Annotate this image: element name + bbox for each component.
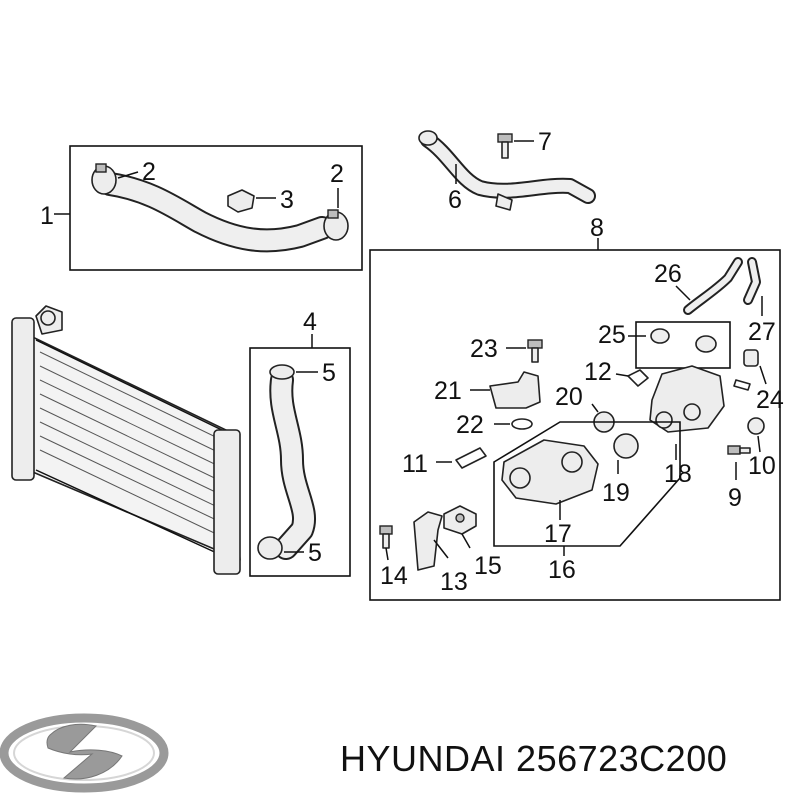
callout-15: 15 bbox=[474, 552, 502, 580]
callout-27: 27 bbox=[748, 318, 776, 346]
hose-clamp-2-left bbox=[91, 163, 117, 195]
outlet-fitting-21 bbox=[489, 371, 541, 409]
callout-5-bottom: 5 bbox=[308, 539, 322, 567]
callout-2-right: 2 bbox=[330, 160, 344, 188]
water-pipe-6 bbox=[418, 130, 596, 211]
callout-9: 9 bbox=[728, 484, 742, 512]
lower-radiator-hose bbox=[269, 368, 316, 560]
callout-1: 1 bbox=[40, 202, 54, 230]
group-box-16 bbox=[493, 421, 681, 547]
bolt-7 bbox=[497, 133, 513, 159]
callout-7: 7 bbox=[538, 128, 552, 156]
water-inlet-housing-17 bbox=[501, 439, 599, 505]
callout-4: 4 bbox=[303, 308, 317, 336]
seal-19 bbox=[613, 433, 639, 459]
brand-name: HYUNDAI bbox=[340, 738, 506, 779]
radiator bbox=[11, 305, 241, 575]
callout-2-left: 2 bbox=[142, 158, 156, 186]
group-box-4 bbox=[249, 347, 351, 577]
callout-5-top: 5 bbox=[322, 359, 336, 387]
bolt-23 bbox=[527, 339, 543, 363]
fitting-24 bbox=[743, 349, 759, 367]
hyundai-logo-icon bbox=[0, 713, 169, 793]
callout-13: 13 bbox=[440, 568, 468, 596]
water-outlet-elbow-13 bbox=[413, 511, 443, 571]
callout-6: 6 bbox=[448, 186, 462, 214]
callout-12: 12 bbox=[584, 358, 612, 386]
callout-24: 24 bbox=[756, 386, 784, 414]
o-ring-22 bbox=[511, 418, 533, 430]
part-number: 256723C200 bbox=[516, 738, 728, 779]
callout-20: 20 bbox=[555, 383, 583, 411]
gasket-small bbox=[733, 379, 751, 391]
pipe-27 bbox=[743, 257, 761, 305]
bolt-14 bbox=[379, 525, 393, 549]
callout-11: 11 bbox=[402, 450, 428, 478]
group-box-1 bbox=[69, 145, 363, 271]
gasket-12 bbox=[627, 369, 649, 387]
bolt-9 bbox=[727, 445, 751, 455]
callout-10: 10 bbox=[748, 452, 776, 480]
upper-radiator-hose bbox=[98, 172, 334, 253]
hose-clamp-2-right bbox=[323, 209, 349, 241]
callout-26: 26 bbox=[654, 260, 682, 288]
callout-18: 18 bbox=[664, 460, 692, 488]
bypass-pipe-26 bbox=[683, 257, 743, 315]
cap-10 bbox=[747, 417, 765, 435]
callout-25: 25 bbox=[598, 321, 626, 349]
callout-14: 14 bbox=[380, 562, 408, 590]
brand-part-footer: HYUNDAI 256723C200 bbox=[340, 738, 727, 780]
clamp-25-a bbox=[650, 328, 670, 344]
callout-19: 19 bbox=[602, 479, 630, 507]
hose-clip-3 bbox=[227, 189, 255, 213]
hose-clamp-5-top bbox=[269, 364, 295, 380]
thermostat-housing-18 bbox=[649, 365, 725, 433]
callout-8: 8 bbox=[590, 214, 604, 242]
hose-clamp-5-bottom bbox=[257, 536, 283, 560]
callout-17: 17 bbox=[544, 520, 572, 548]
callout-16: 16 bbox=[548, 556, 576, 584]
callout-21: 21 bbox=[434, 377, 462, 405]
callout-3: 3 bbox=[280, 186, 294, 214]
gasket-11 bbox=[455, 447, 487, 469]
thermostat-15 bbox=[443, 505, 477, 535]
clamp-25-b bbox=[695, 335, 717, 353]
callout-23: 23 bbox=[470, 335, 498, 363]
group-box-8 bbox=[369, 249, 781, 601]
callout-22: 22 bbox=[456, 411, 484, 439]
